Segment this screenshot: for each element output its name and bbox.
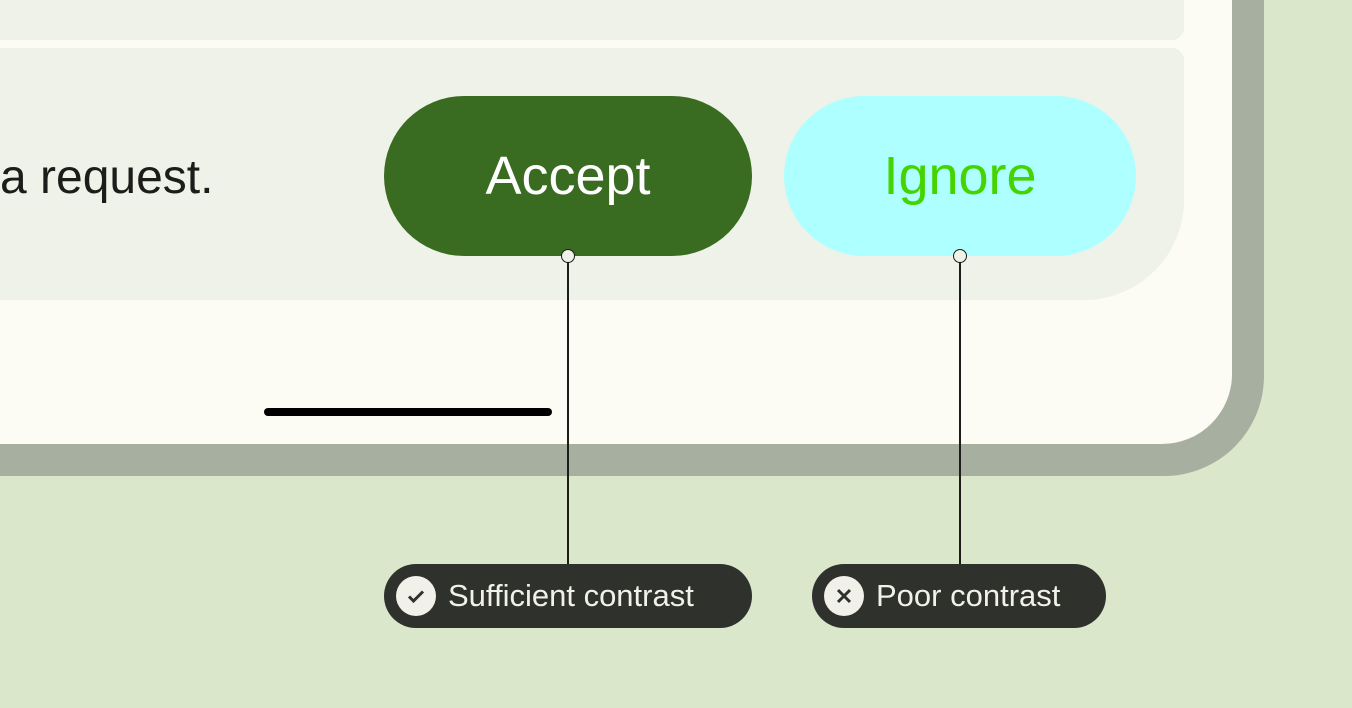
callout-line-accept — [567, 256, 569, 564]
callout-dot-accept — [561, 249, 575, 263]
x-icon — [824, 576, 864, 616]
check-icon — [396, 576, 436, 616]
request-message: a request. — [0, 151, 214, 204]
poor-contrast-label: Poor contrast — [812, 564, 1106, 628]
ignore-button[interactable]: Ignore — [784, 96, 1136, 256]
callout-dot-ignore — [953, 249, 967, 263]
annotation-text: Poor contrast — [876, 578, 1061, 613]
callout-line-ignore — [959, 256, 961, 564]
home-indicator[interactable] — [264, 408, 552, 416]
accept-button[interactable]: Accept — [384, 96, 752, 256]
top-card — [0, 0, 1184, 40]
sufficient-contrast-label: Sufficient contrast — [384, 564, 752, 628]
annotation-text: Sufficient contrast — [448, 578, 694, 613]
